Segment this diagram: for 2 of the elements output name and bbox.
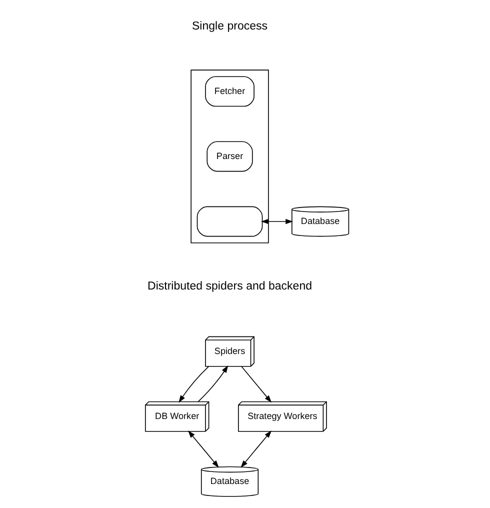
label: Distributed spiders and backend (148, 280, 312, 293)
label: Single process (192, 20, 268, 32)
